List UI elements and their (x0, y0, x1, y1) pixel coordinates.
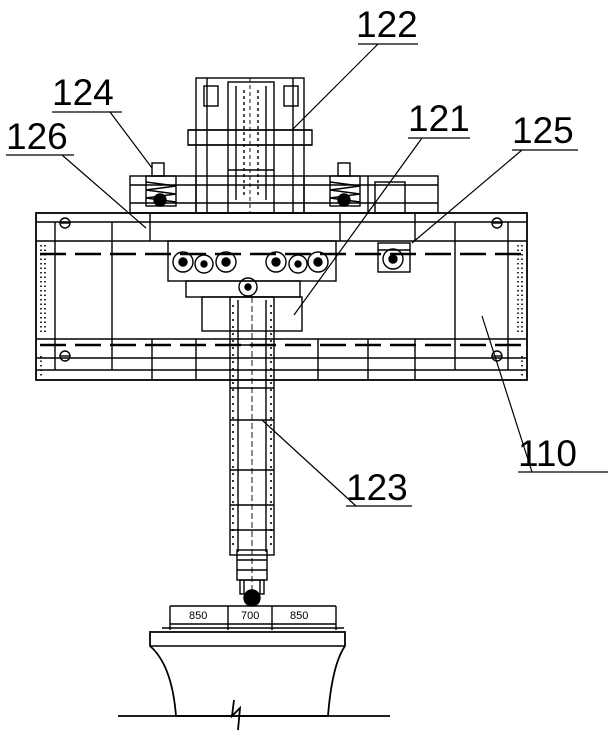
dimension-center: 700 (241, 610, 259, 622)
mast-column (187, 77, 313, 214)
telescopic-column (201, 296, 303, 600)
label-124: 124 (52, 72, 114, 113)
label-110: 110 (518, 433, 577, 474)
right-drive-unit (377, 242, 411, 273)
bearing-symbols (59, 217, 503, 362)
upper-trolley-deck (129, 175, 439, 214)
label-125: 125 (512, 110, 574, 151)
dimension-left: 850 (189, 610, 207, 622)
leader-122 (291, 43, 418, 131)
lower-head (236, 549, 268, 607)
label-122: 122 (356, 4, 418, 45)
bottom-chord-verticals (151, 339, 416, 380)
label-126: 126 (6, 116, 68, 157)
leader-123 (261, 419, 412, 507)
leader-110 (481, 315, 608, 473)
leader-lines (6, 43, 608, 507)
trolley-wheels (172, 248, 404, 297)
label-123: 123 (346, 467, 408, 508)
main-beam-frame (35, 212, 528, 381)
foundation-pier (118, 631, 390, 731)
dimension-right: 850 (290, 610, 308, 622)
left-spring-buffer (145, 162, 177, 207)
leader-125 (411, 149, 578, 244)
label-121: 121 (408, 98, 470, 139)
leader-121 (293, 137, 470, 316)
top-chord-verticals (149, 213, 416, 241)
right-spring-buffer (329, 162, 361, 207)
end-rivets (40, 245, 523, 377)
leader-124 (52, 111, 153, 169)
leader-126 (6, 154, 147, 229)
dimension-strip (162, 605, 344, 630)
